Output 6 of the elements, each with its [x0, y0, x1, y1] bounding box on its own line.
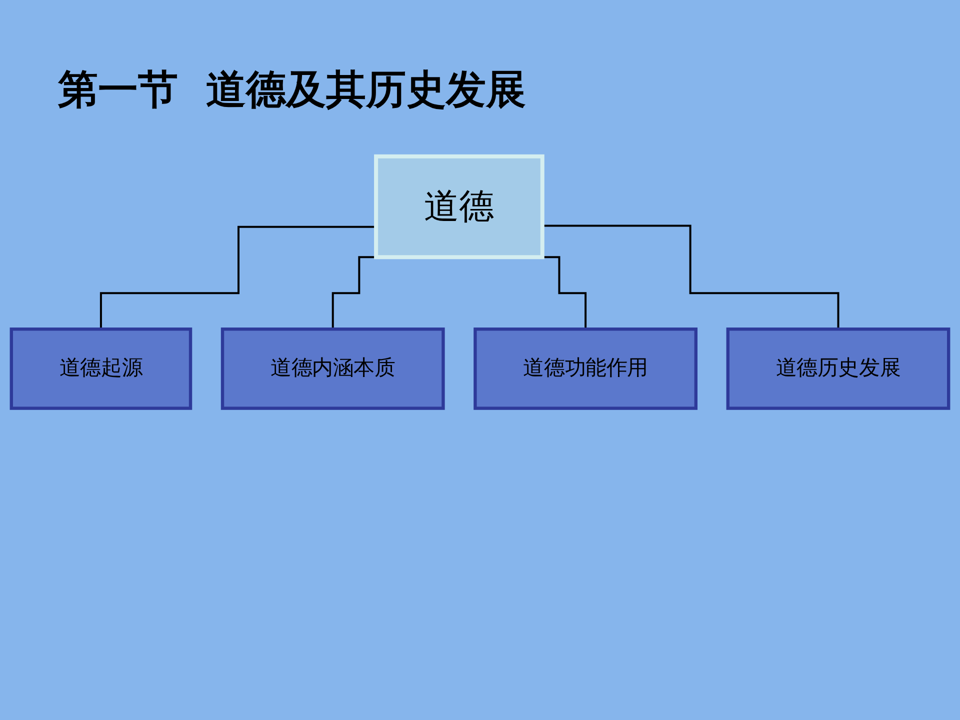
slide-title: 第一节 道德及其历史发展: [58, 66, 526, 115]
node-box: 道德功能作用: [474, 328, 698, 410]
node-box: 道德历史发展: [726, 328, 950, 410]
node-box: 道德起源: [10, 328, 192, 410]
node-box: 道德内涵本质: [220, 328, 445, 410]
node-box: 道德: [374, 154, 544, 260]
